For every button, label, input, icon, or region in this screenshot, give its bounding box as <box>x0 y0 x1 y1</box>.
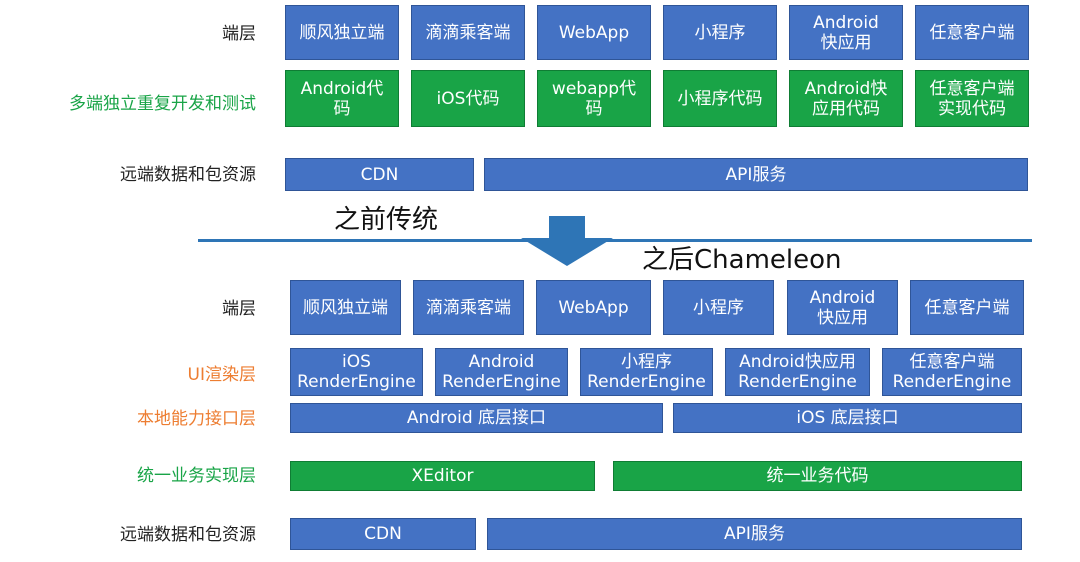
after-client-didi-passenger-box: 滴滴乘客端 <box>413 280 524 335</box>
after-client-layer-label: 端层 <box>222 299 256 319</box>
before-client-android-quickapp-box: Android 快应用 <box>789 5 903 60</box>
before-caption: 之前传统 <box>334 205 439 235</box>
before-code-any-client-box: 任意客户端 实现代码 <box>915 70 1029 127</box>
after-remote-layer-label: 远端数据和包资源 <box>120 525 256 545</box>
after-ui-android-quickapp-renderengine-box: Android快应用 RenderEngine <box>725 348 870 396</box>
after-ui-miniprogram-renderengine-box: 小程序 RenderEngine <box>580 348 713 396</box>
after-business-layer-label: 统一业务实现层 <box>137 466 256 486</box>
before-remote-cdn-box: CDN <box>285 158 474 191</box>
after-caption: 之后Chameleon <box>642 245 842 275</box>
after-remote-cdn-box: CDN <box>290 518 476 550</box>
section-divider-line <box>198 239 1032 242</box>
before-client-miniprogram-box: 小程序 <box>663 5 777 60</box>
before-code-android-quickapp-box: Android快 应用代码 <box>789 70 903 127</box>
before-client-shunfeng-box: 顺风独立端 <box>285 5 399 60</box>
down-arrow-icon <box>521 216 613 266</box>
before-remote-api-service-box: API服务 <box>484 158 1028 191</box>
after-client-android-quickapp-box: Android 快应用 <box>787 280 898 335</box>
after-business-unified-code-box: 统一业务代码 <box>613 461 1022 491</box>
before-client-any-client-box: 任意客户端 <box>915 5 1029 60</box>
after-client-shunfeng-box: 顺风独立端 <box>290 280 401 335</box>
after-native-interface-layer-label: 本地能力接口层 <box>137 409 256 429</box>
before-code-miniprogram-box: 小程序代码 <box>663 70 777 127</box>
after-ui-android-renderengine-box: Android RenderEngine <box>435 348 568 396</box>
before-remote-layer-label: 远端数据和包资源 <box>120 165 256 185</box>
after-remote-api-service-box: API服务 <box>487 518 1022 550</box>
before-client-didi-passenger-box: 滴滴乘客端 <box>411 5 525 60</box>
after-client-webapp-box: WebApp <box>536 280 651 335</box>
before-code-ios-box: iOS代码 <box>411 70 525 127</box>
after-client-any-client-box: 任意客户端 <box>910 280 1024 335</box>
after-native-android-interface-box: Android 底层接口 <box>290 403 663 433</box>
after-client-miniprogram-box: 小程序 <box>663 280 774 335</box>
after-ui-any-client-renderengine-box: 任意客户端 RenderEngine <box>882 348 1022 396</box>
after-native-ios-interface-box: iOS 底层接口 <box>673 403 1022 433</box>
after-ui-render-layer-label: UI渲染层 <box>187 365 256 385</box>
before-client-layer-label: 端层 <box>222 24 256 44</box>
before-client-webapp-box: WebApp <box>537 5 651 60</box>
after-business-xeditor-box: XEditor <box>290 461 595 491</box>
after-ui-ios-renderengine-box: iOS RenderEngine <box>290 348 423 396</box>
before-code-android-box: Android代 码 <box>285 70 399 127</box>
before-code-layer-label: 多端独立重复开发和测试 <box>69 94 256 114</box>
before-code-webapp-box: webapp代 码 <box>537 70 651 127</box>
